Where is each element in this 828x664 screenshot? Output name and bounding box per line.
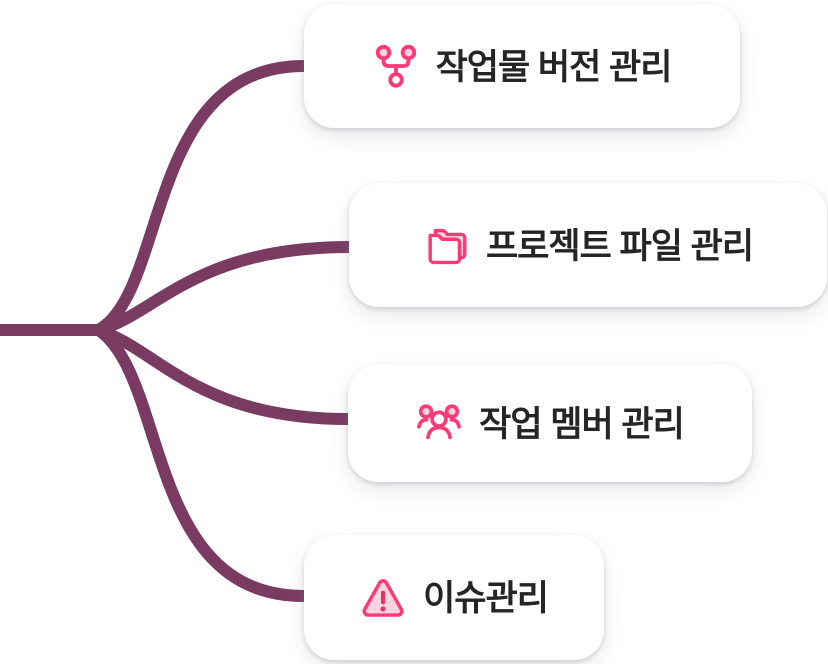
node-label: 이슈관리 [423, 579, 549, 618]
branch-to-node-3 [94, 325, 354, 425]
branch-to-node-1 [94, 60, 310, 335]
node-issues[interactable]: 이슈관리 [304, 535, 604, 660]
git-fork-icon [373, 43, 419, 89]
node-label: 프로젝트 파일 관리 [485, 226, 754, 266]
folders-icon [423, 222, 469, 268]
node-label: 작업물 버전 관리 [435, 47, 673, 87]
users-icon [416, 400, 462, 446]
node-version-control[interactable]: 작업물 버전 관리 [304, 4, 740, 128]
branch-to-node-2 [94, 241, 356, 336]
node-work-members[interactable]: 작업 멤버 관리 [348, 364, 752, 482]
node-project-files[interactable]: 프로젝트 파일 관리 [349, 183, 827, 307]
branch-to-node-4 [94, 325, 310, 602]
warning-triangle-icon [360, 575, 406, 621]
node-label: 작업 멤버 관리 [479, 404, 685, 444]
